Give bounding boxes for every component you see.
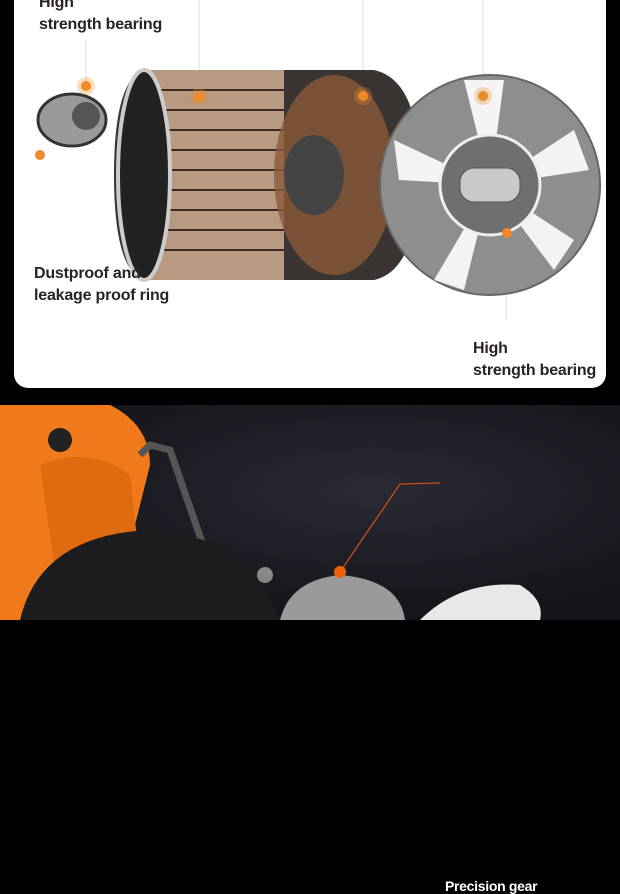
motor-armature-illustration (35, 0, 601, 320)
label-high-strength-bearing-bottom: High strength bearing (473, 338, 596, 382)
label-line: leakage proof ring (34, 287, 170, 304)
label-high-strength-bearing-top: High strength bearing (39, 0, 162, 36)
label-dustproof-ring: Dustproof and leakage proof ring (34, 263, 169, 307)
marble-cutter-illustration (0, 405, 541, 620)
label-precision-gear: Precision gear (445, 878, 538, 894)
label-line: High (473, 340, 508, 357)
label-line: strength bearing (39, 16, 163, 33)
label-line: strength bearing (473, 362, 597, 379)
label-line: Dustproof and (34, 265, 141, 282)
label-line: High (39, 0, 74, 11)
motor-diagram-panel: High strength bearing Dustproof and leak… (14, 0, 606, 388)
tool-photo-section: Precision gear (0, 405, 620, 894)
